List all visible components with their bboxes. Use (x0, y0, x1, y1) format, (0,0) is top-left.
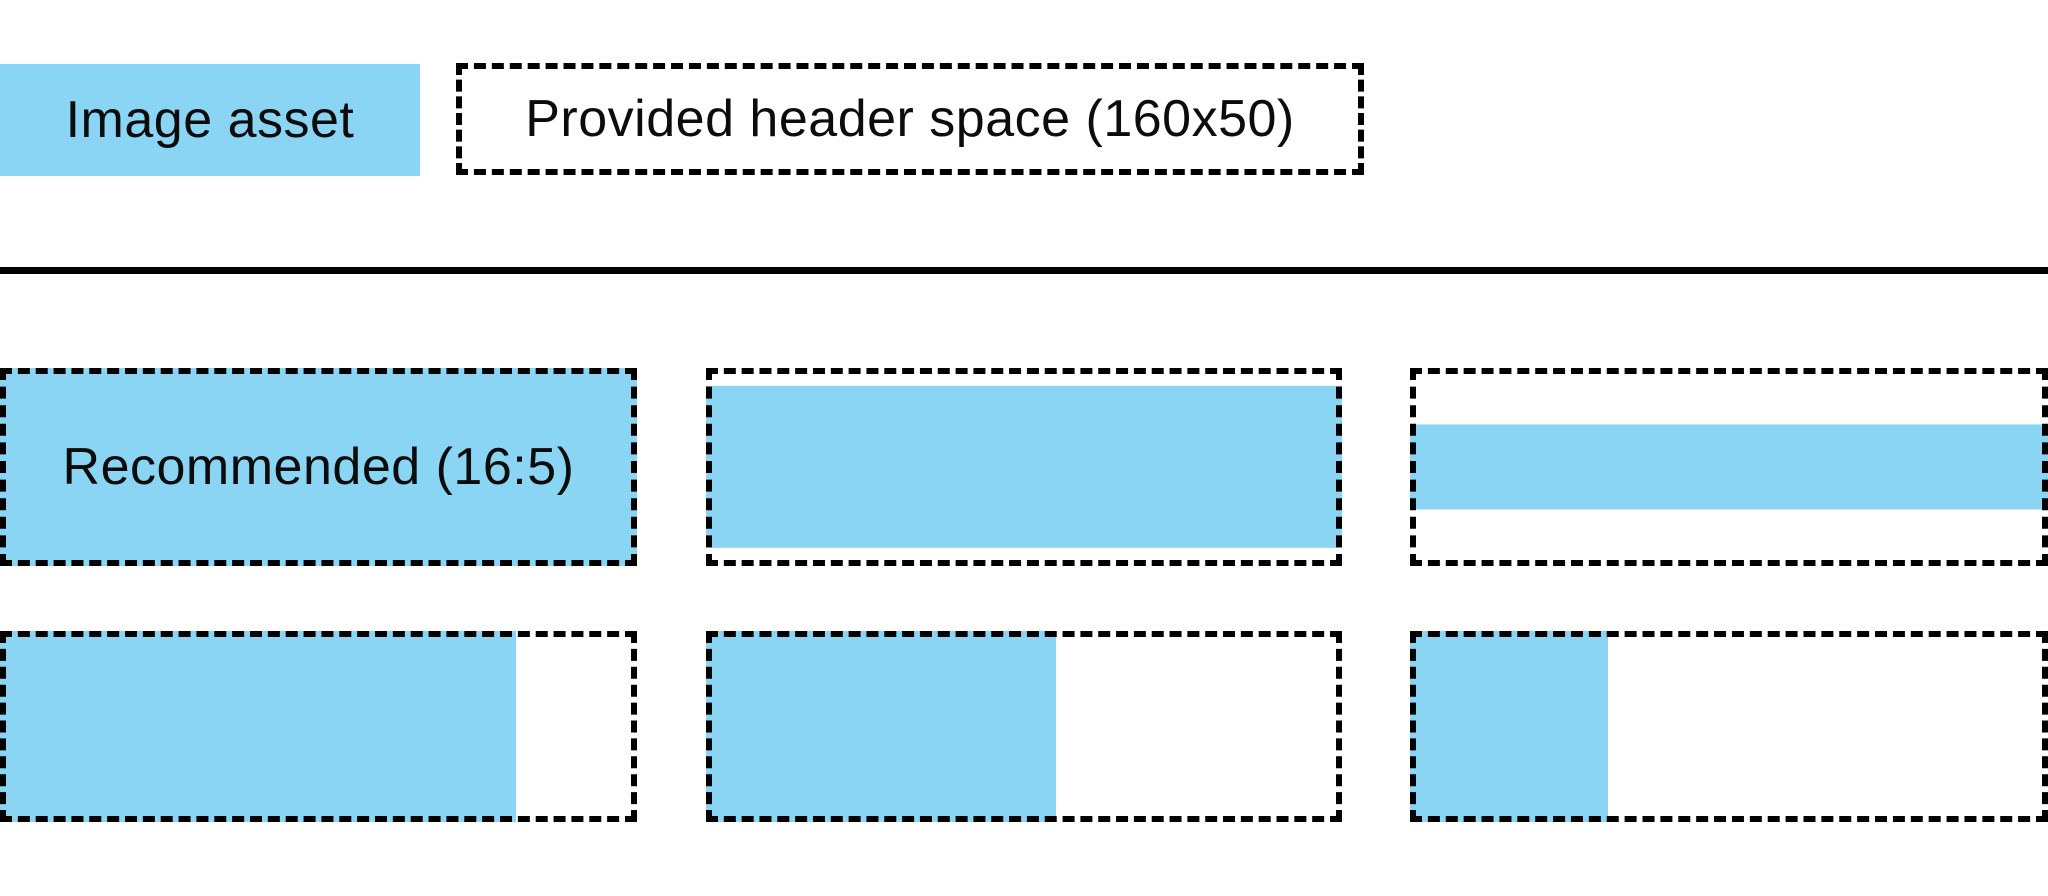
asset-fill (0, 368, 637, 566)
legend-provided-header-space-label: Provided header space (160x50) (525, 90, 1295, 148)
asset-fill (1410, 424, 2048, 510)
example-wide-asset-centered (706, 368, 1342, 566)
asset-fill (1410, 631, 1608, 822)
legend-image-asset-label: Image asset (65, 91, 355, 149)
example-tall-asset-narrow (1410, 631, 2048, 822)
example-tall-asset-large (0, 631, 637, 822)
example-tall-asset-medium (706, 631, 1342, 822)
legend-provided-header-space-box: Provided header space (160x50) (456, 63, 1364, 175)
legend-image-asset-swatch: Image asset (0, 64, 420, 176)
asset-fill (706, 385, 1342, 549)
recommended-label: Recommended (16:5) (62, 438, 575, 496)
asset-fill (706, 631, 1056, 822)
section-divider-line (0, 267, 2048, 274)
example-extra-wide-asset-centered (1410, 368, 2048, 566)
example-recommended-16x5: Recommended (16:5) (0, 368, 637, 566)
asset-fill (0, 631, 516, 822)
